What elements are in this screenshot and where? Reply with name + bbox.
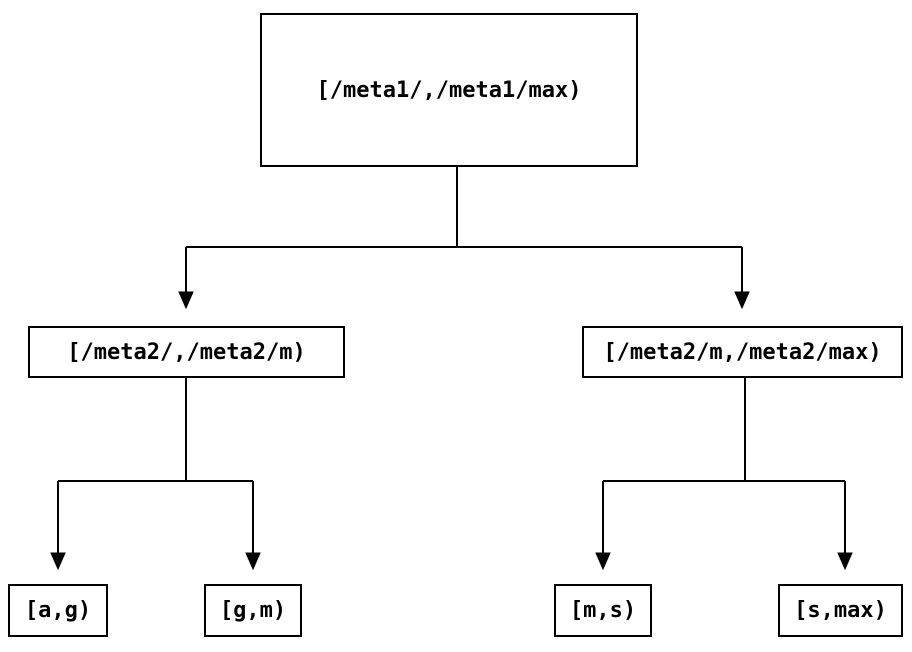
edge-left-child-stem <box>58 378 253 482</box>
edge-right-child-stem <box>603 378 845 482</box>
node-right-child-label: [/meta2/m,/meta2/max) <box>603 339 882 365</box>
edge-left-child-to-leaf-ag <box>50 481 66 571</box>
node-right-child: [/meta2/m,/meta2/max) <box>582 326 903 378</box>
node-leaf-ag-label: [a,g) <box>24 598 92 623</box>
edge-root-to-right-child <box>734 247 750 310</box>
arrowhead-down-icon <box>178 291 194 310</box>
edge-root-to-left-child <box>178 247 194 310</box>
node-leaf-smax-label: [s,max) <box>794 598 887 623</box>
arrowhead-down-icon <box>50 552 66 571</box>
arrowhead-down-icon <box>734 291 750 310</box>
node-leaf-ms-label: [m,s) <box>569 598 637 623</box>
node-leaf-ag: [a,g) <box>8 584 108 637</box>
node-leaf-gm: [g,m) <box>204 584 302 637</box>
arrowhead-down-icon <box>245 552 261 571</box>
edge-right-child-to-leaf-smax <box>837 481 853 571</box>
node-left-child-label: [/meta2/,/meta2/m) <box>67 339 306 365</box>
node-left-child: [/meta2/,/meta2/m) <box>28 326 345 378</box>
node-root: [/meta1/,/meta1/max) <box>260 13 638 167</box>
node-leaf-gm-label: [g,m) <box>219 598 287 623</box>
edge-left-child-to-leaf-gm <box>245 481 261 571</box>
edge-root-stem <box>186 167 742 248</box>
arrowhead-down-icon <box>837 552 853 571</box>
node-leaf-smax: [s,max) <box>778 584 903 637</box>
node-root-label: [/meta1/,/meta1/max) <box>316 77 582 103</box>
node-leaf-ms: [m,s) <box>554 584 652 637</box>
arrowhead-down-icon <box>595 552 611 571</box>
edge-right-child-to-leaf-ms <box>595 481 611 571</box>
